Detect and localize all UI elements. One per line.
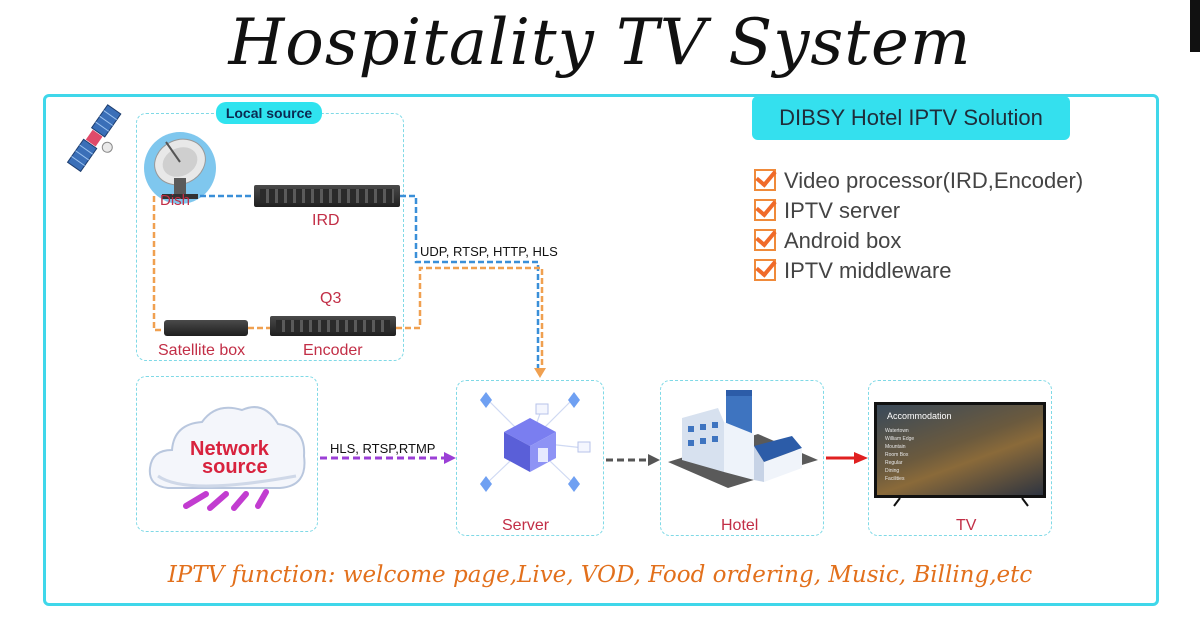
feature-item: IPTV server — [754, 198, 900, 224]
satellite-box-label: Satellite box — [158, 342, 246, 359]
hotel-icon — [668, 390, 818, 488]
feature-item: Video processor(IRD,Encoder) — [754, 168, 1083, 194]
diagram-frame — [43, 94, 1159, 606]
feature-item: IPTV middleware — [754, 258, 952, 284]
dish-icon — [144, 132, 216, 204]
iptv-function-footer: IPTV function: welcome page,Live, VOD, F… — [167, 562, 1033, 588]
satellite-box-device — [164, 320, 248, 336]
satellite-icon — [66, 104, 122, 173]
tv-box — [868, 380, 1052, 536]
local-source-label: Local source — [216, 102, 322, 124]
network-source-label-1: Network — [190, 438, 269, 460]
ird-label: IRD — [312, 212, 340, 229]
encoder-device — [270, 316, 396, 336]
feature-item: Android box — [754, 228, 901, 254]
server-box — [456, 380, 604, 536]
tv-screen-heading: Accommodation — [887, 411, 952, 421]
local-protocol-label: UDP, RTSP, HTTP, HLS — [420, 244, 558, 259]
tv-label: TV — [956, 517, 977, 534]
encoder-label: Encoder — [303, 342, 363, 359]
tv-screen: Accommodation Watertown William Edge Mou… — [874, 402, 1046, 498]
solution-title: DIBSY Hotel IPTV Solution — [752, 96, 1070, 140]
page-title: Hospitality TV System — [228, 6, 972, 80]
checkmark-icon — [754, 169, 776, 191]
checkmark-icon — [754, 259, 776, 281]
network-source-label-2: source — [202, 456, 268, 478]
ird-device — [254, 185, 400, 207]
cloud-icon — [148, 406, 306, 511]
network-source-box — [136, 376, 318, 532]
tv-menu: Watertown William Edge Mountain Room Box… — [885, 428, 915, 482]
q3-label: Q3 — [320, 290, 342, 307]
network-protocol-label: HLS, RTSP,RTMP — [330, 441, 436, 456]
server-label: Server — [502, 517, 550, 534]
server-icon — [480, 392, 591, 492]
corner-bar — [1190, 0, 1200, 52]
checkmark-icon — [754, 199, 776, 221]
dish-label: Dish — [160, 192, 191, 209]
hotel-box — [660, 380, 824, 536]
hotel-label: Hotel — [721, 517, 759, 534]
checkmark-icon — [754, 229, 776, 251]
